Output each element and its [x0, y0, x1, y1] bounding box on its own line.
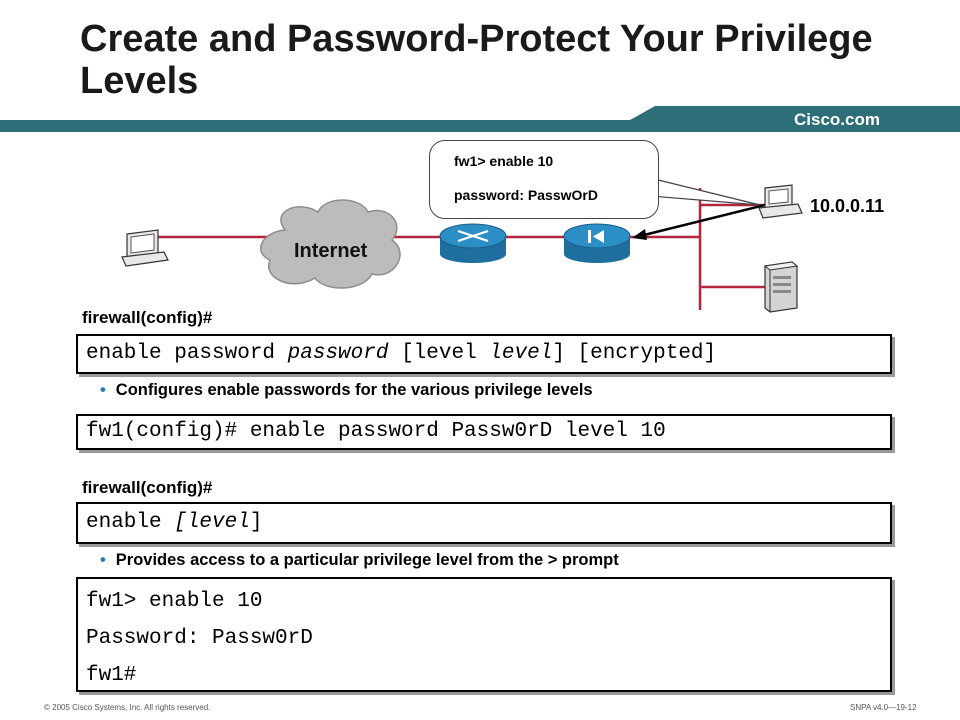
example-line: fw1> enable 10 [86, 590, 263, 613]
section1-syntax-box: enable password password [level level] [… [76, 334, 892, 374]
header-band-shape [0, 106, 960, 132]
syntax-argument: level [489, 342, 553, 365]
syntax-keyword: enable password [86, 342, 288, 365]
bullet-text: Configures enable passwords for the vari… [115, 381, 593, 399]
slide-title: Create and Password-Protect Your Privile… [80, 18, 873, 102]
server-icon [763, 261, 799, 313]
internet-label: Internet [294, 240, 368, 262]
section2-prompt: firewall(config)# [82, 478, 213, 497]
host-ip-address: 10.0.0.11 [810, 196, 885, 216]
bullet-icon: • [100, 381, 106, 399]
example-line: Password: Passw0rD [86, 627, 313, 650]
section2-bullet: • Provides access to a particular privile… [100, 551, 619, 570]
syntax-keyword: ] [249, 511, 263, 534]
syntax-keyword: enable [86, 511, 175, 534]
syntax-keyword: ] [encrypted] [552, 342, 717, 365]
callout-line: password: PasswOrD [454, 187, 598, 203]
header-band [0, 106, 960, 132]
workstation-right-icon [758, 184, 803, 219]
command-callout: fw1> enable 10 password: PasswOrD [429, 140, 659, 219]
copyright-footer: © 2005 Cisco Systems, Inc. All rights re… [44, 703, 211, 712]
callout-pointer [649, 177, 761, 206]
cisco-brand: Cisco.com [794, 110, 880, 129]
section1-prompt: firewall(config)# [82, 308, 213, 327]
callout-line: fw1> enable 10 [454, 153, 554, 169]
section2-syntax-box: enable [level] [76, 502, 892, 544]
syntax-line: enable password password [level level] [… [78, 336, 890, 372]
example-line: fw1(config)# enable password Passw0rD le… [86, 420, 666, 443]
syntax-line: enable [level] [78, 504, 890, 542]
syntax-keyword: [level [388, 342, 490, 365]
workstation-left-icon [121, 229, 169, 267]
syntax-argument: [level [174, 511, 250, 534]
section1-bullet: • Configures enable passwords for the var… [100, 381, 593, 400]
course-footer: SNPA v4.0—19-12 [850, 703, 917, 712]
example-line: fw1# [86, 664, 137, 687]
syntax-argument: password [287, 342, 389, 365]
bullet-text: Provides access to a particular privileg… [115, 551, 619, 569]
bullet-icon: • [100, 551, 106, 569]
section1-example-box: fw1(config)# enable password Passw0rD le… [76, 414, 892, 450]
section2-example-box: fw1> enable 10 Password: Passw0rD fw1# [76, 577, 892, 692]
router-icon [439, 223, 507, 263]
firewall-icon [563, 223, 631, 263]
